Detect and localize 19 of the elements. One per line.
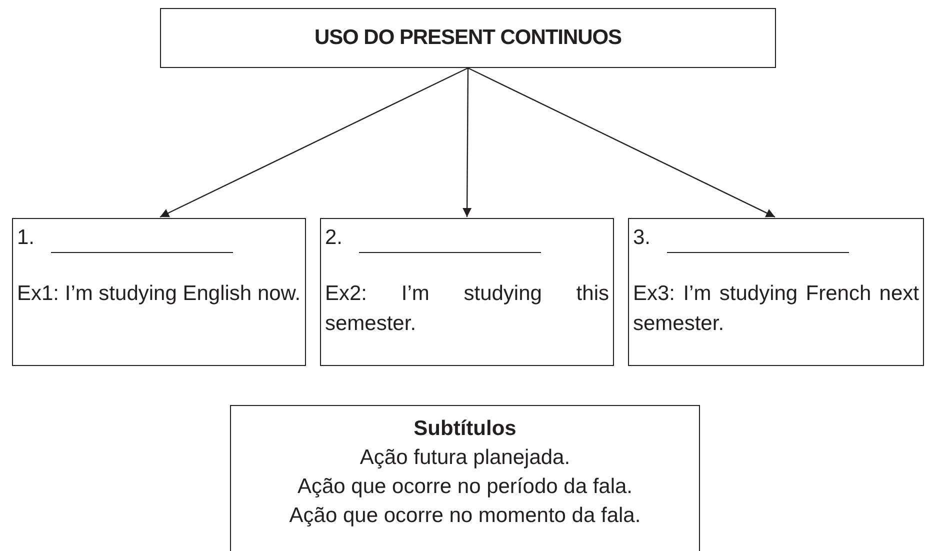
item-number: 3. bbox=[633, 225, 651, 251]
example-text: Ex2: I’m studying this semester. bbox=[325, 281, 609, 337]
example-text: Ex1: I’m studying English now. bbox=[17, 281, 301, 307]
answer-box bbox=[320, 218, 614, 366]
title-box bbox=[160, 8, 776, 68]
legend-box bbox=[230, 405, 700, 551]
legend-item: Ação futura planejada. bbox=[360, 445, 570, 471]
legend-item: Ação que ocorre no período da fala. bbox=[297, 474, 633, 500]
title-text: USO DO PRESENT CONTINUOS bbox=[314, 25, 622, 52]
arrow bbox=[462, 68, 472, 217]
item-number: 1. bbox=[17, 225, 35, 251]
example-text: Ex3: I’m studying French next semester. bbox=[633, 281, 919, 337]
arrow bbox=[468, 67, 776, 218]
legend-heading: Subtítulos bbox=[414, 416, 516, 442]
arrow bbox=[160, 67, 468, 218]
item-number: 2. bbox=[325, 225, 343, 251]
legend-item: Ação que ocorre no momento da fala. bbox=[289, 503, 641, 529]
answer-box bbox=[628, 218, 924, 366]
answer-box bbox=[12, 218, 306, 366]
